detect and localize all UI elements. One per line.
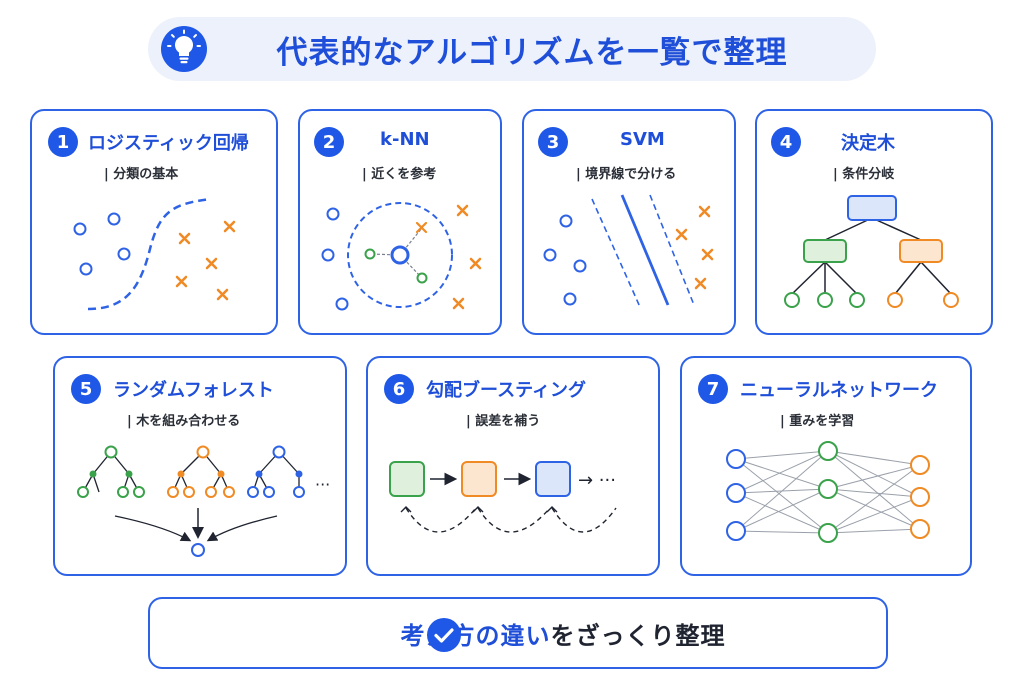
nn-edge	[735, 488, 829, 532]
page-title: 代表的なアルゴリズムを一覧で整理	[276, 34, 788, 71]
card-title: 勾配ブースティング	[426, 380, 587, 401]
nn-edge	[735, 450, 829, 460]
boosting-ellipsis: → ···	[578, 470, 616, 491]
card-decision-tree: 4 決定木 | 条件分岐	[755, 109, 993, 335]
card-subtitle: | 分類の基本	[104, 167, 179, 182]
nn-edge	[735, 458, 829, 534]
card-title: 決定木	[841, 133, 895, 154]
nn-edge	[827, 488, 921, 530]
logistic-diagram	[73, 197, 236, 311]
card-subtitle: | 重みを学習	[780, 414, 855, 429]
card-neural-network: 7 ニューラルネットワーク | 重みを学習	[680, 356, 972, 576]
card-title: ランダムフォレスト	[113, 380, 274, 401]
random-forest-diagram: ···	[77, 445, 330, 557]
nn-node	[726, 483, 746, 503]
nn-edge	[827, 464, 921, 490]
nn-edge	[735, 530, 829, 534]
card-number: 2	[314, 127, 344, 157]
card-title: k-NN	[380, 129, 430, 150]
lightbulb-icon	[161, 26, 207, 72]
card-subtitle: | 境界線で分ける	[576, 167, 677, 182]
card-subtitle: | 条件分岐	[833, 167, 895, 182]
nn-edge	[735, 492, 829, 534]
card-svm: 3 SVM | 境界線で分ける	[522, 109, 736, 335]
card-number: 4	[771, 127, 801, 157]
nn-edge	[735, 450, 829, 494]
nn-node	[818, 441, 838, 461]
nn-node	[910, 519, 930, 539]
page-header: 代表的なアルゴリズムを一覧で整理	[148, 17, 876, 81]
neural-network-diagram	[726, 441, 930, 543]
footer-highlight: 考え方の違い	[400, 621, 551, 650]
nn-edge	[827, 450, 921, 466]
card-title: SVM	[620, 129, 665, 150]
card-number: 5	[71, 374, 101, 404]
knn-diagram	[321, 202, 482, 311]
footer-summary: 考え方の違いをざっくり整理	[148, 597, 888, 669]
card-knn: 2 k-NN | 近くを参考	[298, 109, 502, 335]
nn-edge	[827, 450, 921, 530]
nn-edge	[827, 464, 921, 534]
card-number: 6	[384, 374, 414, 404]
card-subtitle: | 木を組み合わせる	[127, 414, 241, 429]
card-logistic-regression: 1 ロジスティック回帰 | 分類の基本	[30, 109, 278, 335]
nn-edge	[735, 458, 829, 490]
card-random-forest: 5 ランダムフォレスト | 木を組み合わせる	[53, 356, 347, 576]
decision-tree-diagram	[784, 195, 959, 308]
card-number: 1	[48, 127, 78, 157]
card-number: 7	[698, 374, 728, 404]
nn-node	[726, 521, 746, 541]
card-title: ニューラルネットワーク	[740, 380, 938, 401]
card-title: ロジスティック回帰	[88, 133, 249, 154]
nn-node	[818, 479, 838, 499]
card-subtitle: | 誤差を補う	[466, 414, 541, 429]
card-subtitle: | 近くを参考	[362, 167, 437, 182]
card-number: 3	[538, 127, 568, 157]
nn-edge	[827, 528, 921, 534]
card-gradient-boosting: 6 勾配ブースティング | 誤差を補う → ···	[366, 356, 660, 576]
check-circle-icon	[427, 618, 461, 652]
nn-node	[910, 455, 930, 475]
nn-edge	[735, 450, 829, 532]
boosting-diagram: → ···	[389, 461, 617, 533]
nn-node	[726, 449, 746, 469]
footer-rest: をざっくり整理	[550, 621, 726, 650]
nn-node	[818, 523, 838, 543]
nn-edge	[827, 488, 921, 498]
nn-edge	[827, 450, 921, 498]
nn-edge	[827, 496, 921, 534]
forest-ellipsis: ···	[315, 475, 330, 494]
nn-node	[910, 487, 930, 507]
svm-diagram	[543, 194, 714, 308]
footer-text: 考え方の違いをざっくり整理	[311, 616, 726, 651]
